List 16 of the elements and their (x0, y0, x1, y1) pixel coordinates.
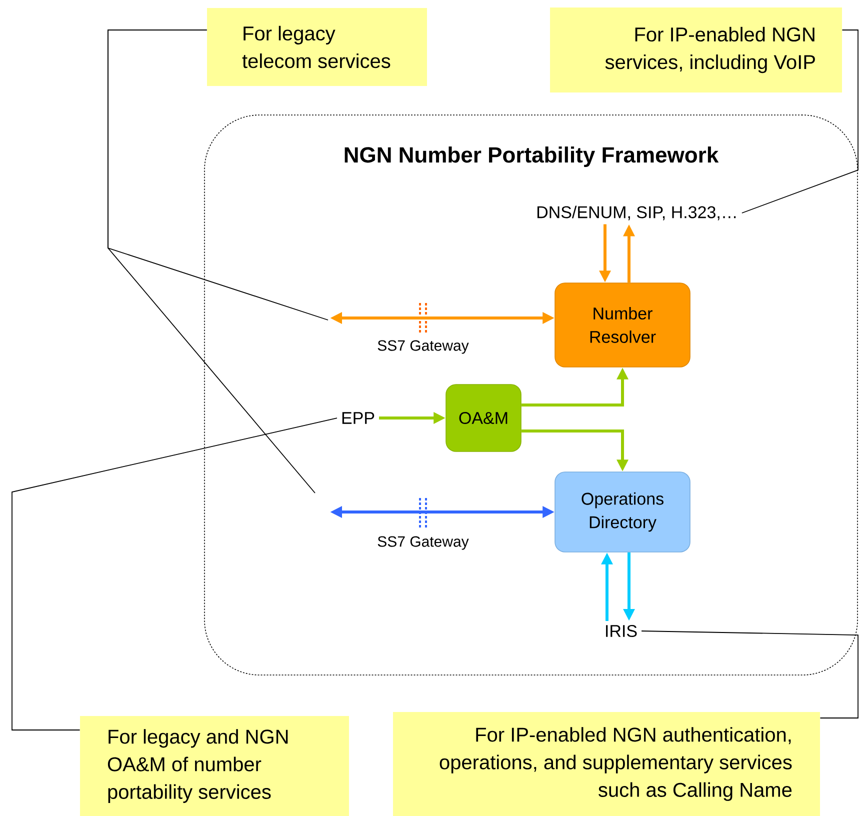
leader-line (108, 30, 316, 494)
edge-label: SS7 Gateway (376, 535, 470, 551)
callout-note: For IP-enabled NGN services, including VoIP (550, 8, 842, 92)
protocol-label: EPP (342, 412, 374, 424)
leader-line (641, 630, 858, 718)
callout-note: For legacy and NGN OA&M of number portability services (80, 716, 349, 816)
callout-note: For IP-enabled NGN authentication, operations, and supplementary services such as Calling Name (393, 712, 820, 816)
protocol-label: IRIS (606, 625, 637, 638)
callout-note: For legacy telecom services (207, 8, 427, 86)
edge-label: SS7 Gateway (376, 339, 470, 355)
component-box: Number Resolver (554, 282, 690, 368)
component-box: OA&M (446, 384, 522, 452)
component-box: Operations Directory (554, 472, 690, 552)
leader-line (12, 418, 338, 730)
leader-line (742, 30, 858, 214)
protocol-label: DNS/ENUM, SIP, H.323,… (537, 206, 736, 220)
